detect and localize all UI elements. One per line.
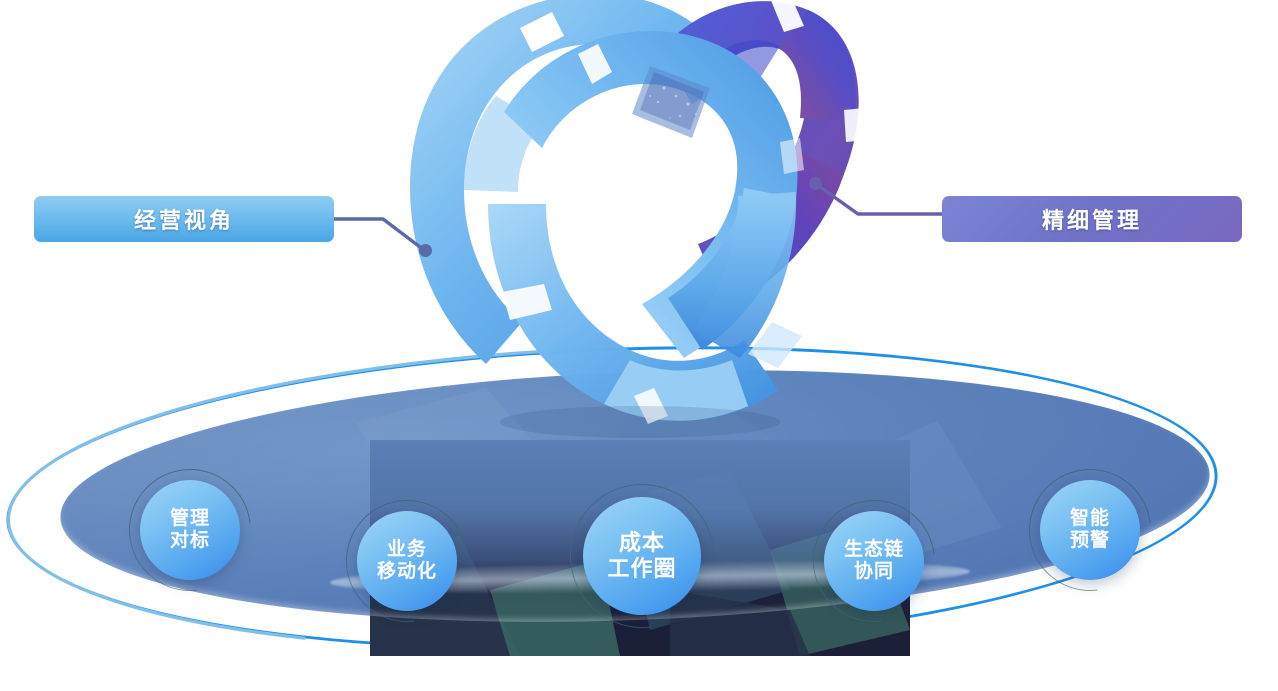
node-zhineng-yujing[interactable]: 智能 预警: [1040, 480, 1140, 580]
node-label-line2: 协同: [853, 561, 894, 582]
label-pill-left[interactable]: 经营视角: [34, 196, 334, 242]
node-chengben-gongzuoquan[interactable]: 成本 工作圈: [583, 497, 701, 615]
interlocking-rings-3d-icon: [392, 0, 872, 452]
ring-light-bottom: [488, 204, 778, 424]
ring-light-right-leg: [692, 192, 802, 368]
node-label-line1: 业务: [386, 538, 427, 560]
platform-ring-lower-arc: [6, 344, 1218, 652]
node-label-line1: 生态链: [843, 538, 904, 560]
label-pill-right[interactable]: 精细管理: [942, 196, 1242, 242]
node-label-line1: 智能: [1069, 507, 1110, 529]
connector-right-line: [814, 182, 953, 216]
node-label-line1: 成本: [618, 530, 665, 556]
node-label-line2: 移动化: [376, 561, 437, 582]
connector-right-dot-target: [809, 177, 822, 190]
label-pill-right-text: 精细管理: [1041, 208, 1142, 233]
node-yewu-yidonghua[interactable]: 业务 移动化: [357, 511, 457, 611]
node-shengtailian-xietong[interactable]: 生态链 协同: [824, 511, 924, 611]
node-label-line2: 工作圈: [607, 556, 677, 581]
node-label-line2: 预警: [1069, 530, 1110, 551]
node-label-line1: 管理: [169, 507, 210, 529]
node-guanli-duibiao[interactable]: 管理 对标: [140, 480, 240, 580]
label-pill-left-text: 经营视角: [133, 208, 234, 233]
connector-left-line: [318, 217, 426, 252]
node-label-line2: 对标: [169, 530, 210, 551]
connector-left-dot-target: [419, 244, 432, 257]
